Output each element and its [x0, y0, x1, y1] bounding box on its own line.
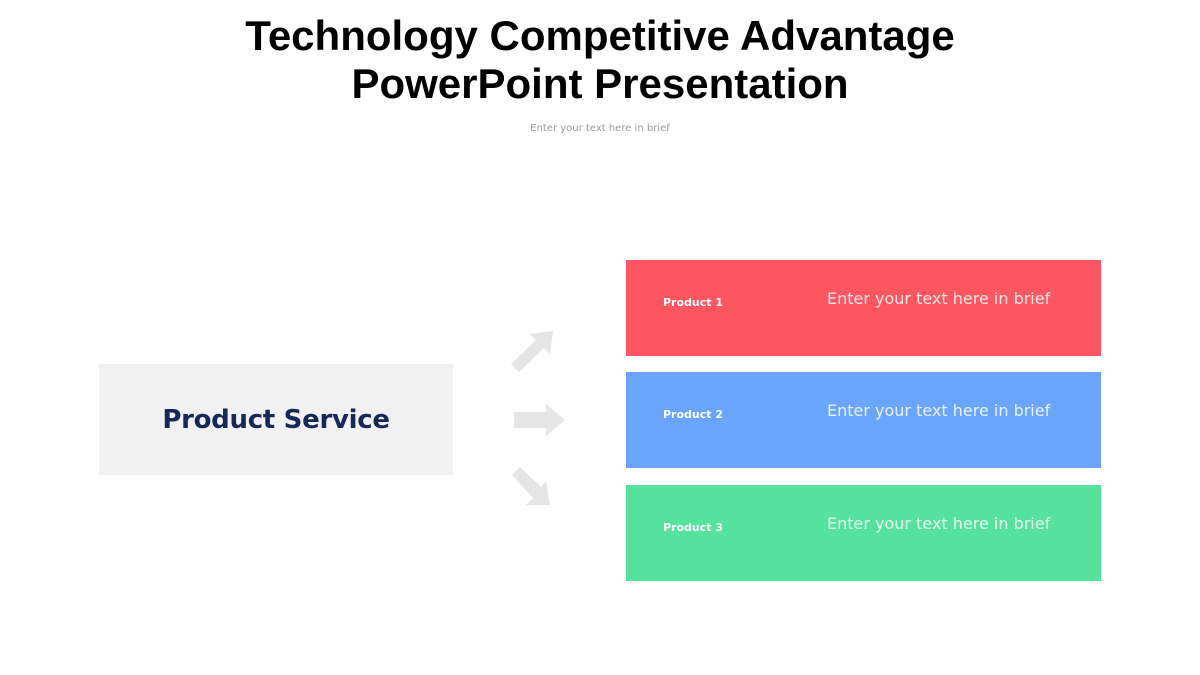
arrow-up-right-icon	[511, 331, 553, 372]
title-line-2: PowerPoint Presentation	[351, 60, 849, 107]
center-label: Product Service	[162, 404, 390, 435]
product-text: Enter your text here in brief	[827, 289, 1051, 308]
product-card-1: Product 1 Enter your text here in brief	[626, 260, 1101, 356]
title-line-1: Technology Competitive Advantage	[245, 12, 955, 59]
slide-title: Technology Competitive Advantage PowerPo…	[0, 12, 1200, 108]
product-card-2: Product 2 Enter your text here in brief	[626, 372, 1101, 468]
product-label: Product 2	[663, 408, 724, 421]
product-text: Enter your text here in brief	[827, 401, 1051, 420]
product-card-3: Product 3 Enter your text here in brief	[626, 485, 1101, 581]
product-text: Enter your text here in brief	[827, 514, 1051, 533]
product-label: Product 1	[663, 296, 724, 309]
arrow-down-right-icon	[512, 467, 550, 505]
product-label: Product 3	[663, 521, 724, 534]
arrow-right-icon	[514, 404, 565, 436]
slide-subtitle: Enter your text here in brief	[530, 123, 670, 134]
center-box: Product Service	[99, 364, 453, 475]
